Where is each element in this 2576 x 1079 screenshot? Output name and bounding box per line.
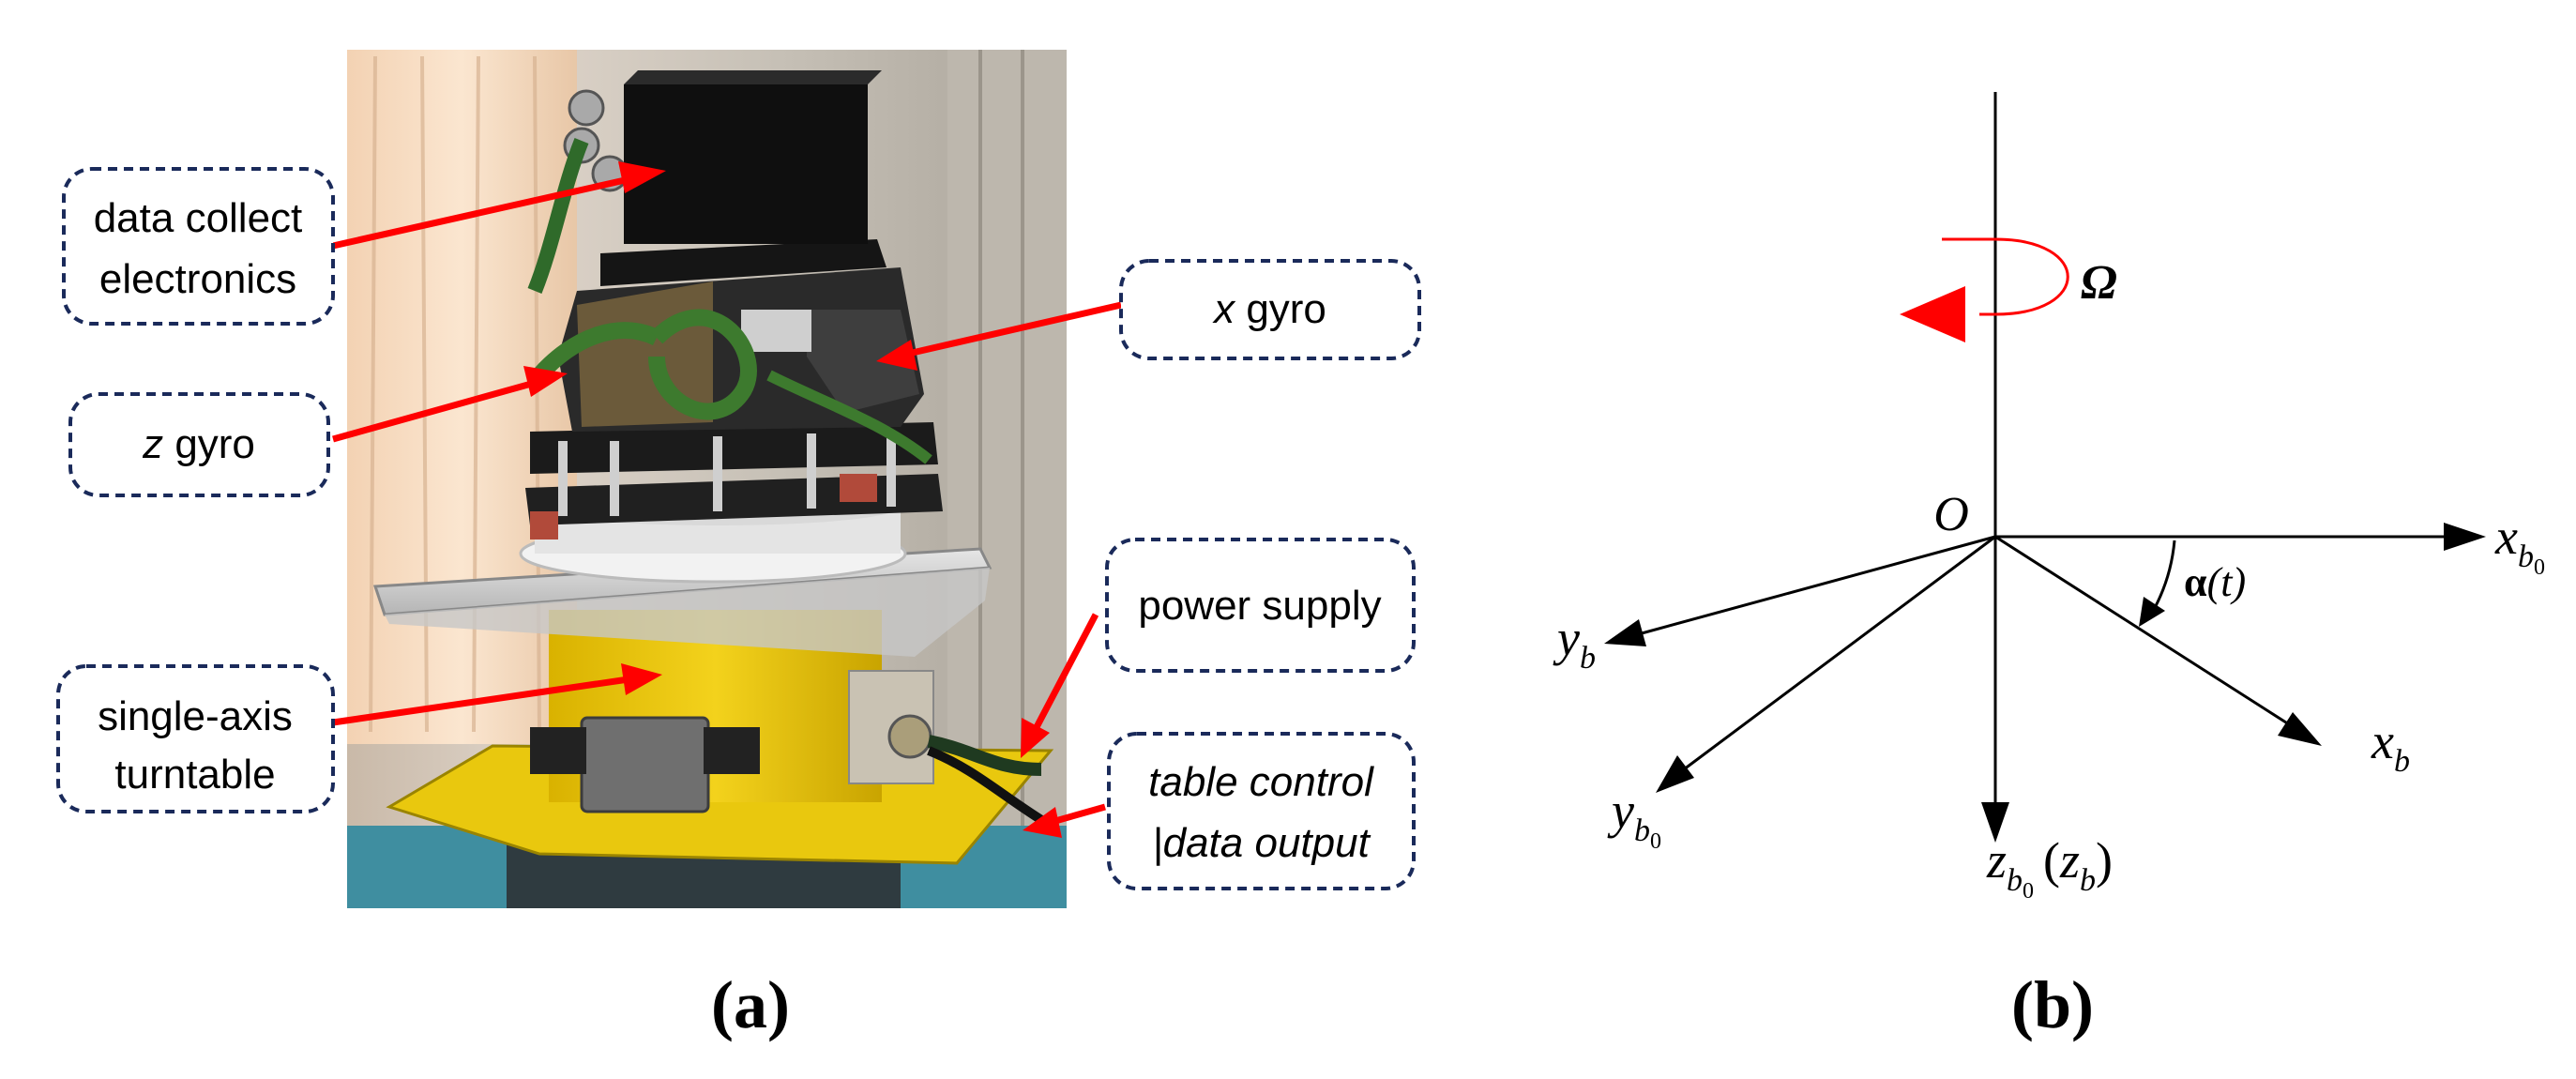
callout-arrows xyxy=(332,161,1122,838)
label-data-collect-line2: electronics xyxy=(99,256,296,302)
y-b-axis xyxy=(1641,535,1996,635)
rotation-arc xyxy=(1942,237,2069,316)
label-turntable-line1: single-axis xyxy=(98,693,293,739)
label-z-gyro-text: z gyro xyxy=(142,421,255,467)
x-b0-arrowhead xyxy=(2444,523,2486,551)
label-table-control-line2: |data output xyxy=(1152,820,1371,866)
z-b0-label: zb0(zb) xyxy=(1986,832,2113,904)
arrow-power-supply-head xyxy=(1021,718,1050,758)
arrow-table-control xyxy=(1054,803,1106,825)
x-b0-label: xb0 xyxy=(2494,509,2545,580)
caption-b: (b) xyxy=(2011,967,2094,1042)
y-b0-arrowhead xyxy=(1656,755,1694,793)
origin-label: O xyxy=(1933,488,1969,541)
arrow-turntable-head xyxy=(621,663,662,695)
rotation-arrowhead xyxy=(1900,286,1965,342)
label-power-supply-text: power supply xyxy=(1138,583,1381,629)
label-table-control: table control |data output xyxy=(1107,732,1416,890)
label-turntable: single-axis turntable xyxy=(56,664,335,813)
arrow-data-collect-head xyxy=(618,161,666,193)
label-x-gyro-text: x gyro xyxy=(1212,286,1326,332)
label-power-supply: power supply xyxy=(1105,538,1416,673)
arrow-x-gyro xyxy=(907,301,1122,357)
y-b0-axis xyxy=(1683,535,1996,771)
label-data-collect-line1: data collect xyxy=(94,195,303,241)
arrow-power-supply xyxy=(1033,613,1099,729)
coordinate-diagram xyxy=(1604,92,2486,843)
omega-label: Ω xyxy=(2081,256,2117,310)
y-b-arrowhead xyxy=(1604,619,1646,646)
y-b0-label: yb0 xyxy=(1607,783,1661,854)
arrow-z-gyro-head xyxy=(523,366,568,397)
label-data-collect: data collect electronics xyxy=(62,167,335,326)
label-z-gyro: z gyro xyxy=(68,392,330,497)
arrow-data-collect xyxy=(332,175,634,250)
arrow-x-gyro-head xyxy=(876,340,917,371)
z-b0-arrowhead xyxy=(1981,802,2009,843)
arrow-z-gyro xyxy=(332,379,536,443)
label-turntable-line2: turntable xyxy=(114,752,275,798)
x-b-axis xyxy=(1994,535,2290,726)
apparatus-photo xyxy=(347,50,1067,908)
label-table-control-line1: table control xyxy=(1148,759,1374,805)
y-b-label: yb xyxy=(1553,610,1596,676)
arrow-table-control-head xyxy=(1023,807,1062,838)
arrow-turntable xyxy=(332,676,629,726)
alpha-label: α(t) xyxy=(2184,559,2246,605)
alpha-arrowhead xyxy=(2139,597,2165,627)
caption-a: (a) xyxy=(711,967,790,1042)
label-x-gyro: x gyro xyxy=(1119,259,1421,360)
x-b-label: xb xyxy=(2371,713,2410,779)
x-b-arrowhead xyxy=(2278,712,2322,746)
